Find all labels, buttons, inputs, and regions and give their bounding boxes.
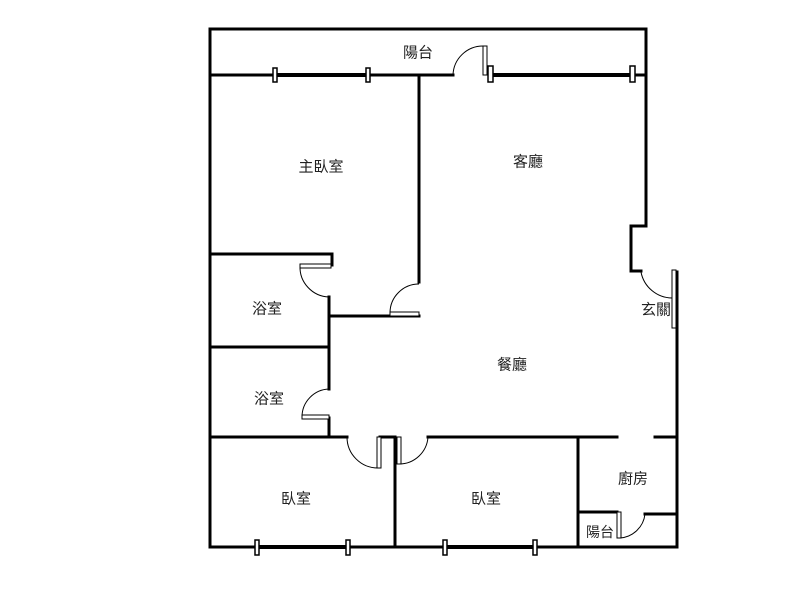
windows	[254, 65, 636, 556]
label-living-room: 客廳	[513, 153, 543, 171]
bedroom1-door[interactable]	[346, 436, 382, 469]
bedroom2-door[interactable]	[396, 436, 429, 465]
window-marker	[345, 539, 351, 556]
label-bathroom-2: 浴室	[254, 390, 284, 408]
entrance-door[interactable]	[640, 269, 677, 329]
bathroom2-door[interactable]	[301, 388, 330, 420]
window-marker	[487, 65, 494, 83]
label-bedroom-1: 臥室	[281, 490, 311, 508]
label-dining-room: 餐廳	[497, 356, 527, 374]
master-bedroom-door[interactable]	[389, 283, 420, 317]
window-marker	[272, 67, 278, 83]
bathroom1-door[interactable]	[299, 263, 332, 298]
label-bathroom-1: 浴室	[252, 300, 282, 318]
window-marker	[629, 65, 636, 83]
balcony-door[interactable]	[452, 45, 488, 76]
bathroom1-top-wall	[208, 252, 334, 267]
label-bedroom-2: 臥室	[471, 490, 501, 508]
label-kitchen: 廚房	[618, 470, 648, 488]
label-master-bedroom: 主臥室	[298, 158, 343, 176]
label-entrance: 玄關	[641, 301, 671, 319]
window-marker	[365, 67, 371, 83]
walls	[208, 27, 679, 549]
label-balcony-top: 陽台	[403, 44, 433, 62]
window-marker	[254, 539, 260, 556]
outer-wall-top-left	[208, 27, 648, 549]
label-balcony-kitchen: 陽台	[586, 525, 614, 541]
room-labels: 陽台 主臥室 客廳 浴室 浴室 餐廳 玄關 臥室 臥室 廚房 陽台	[252, 44, 671, 542]
window-marker	[442, 539, 448, 556]
doors	[299, 45, 677, 539]
kitchen-balcony-door[interactable]	[616, 511, 646, 539]
window-marker	[532, 539, 538, 556]
